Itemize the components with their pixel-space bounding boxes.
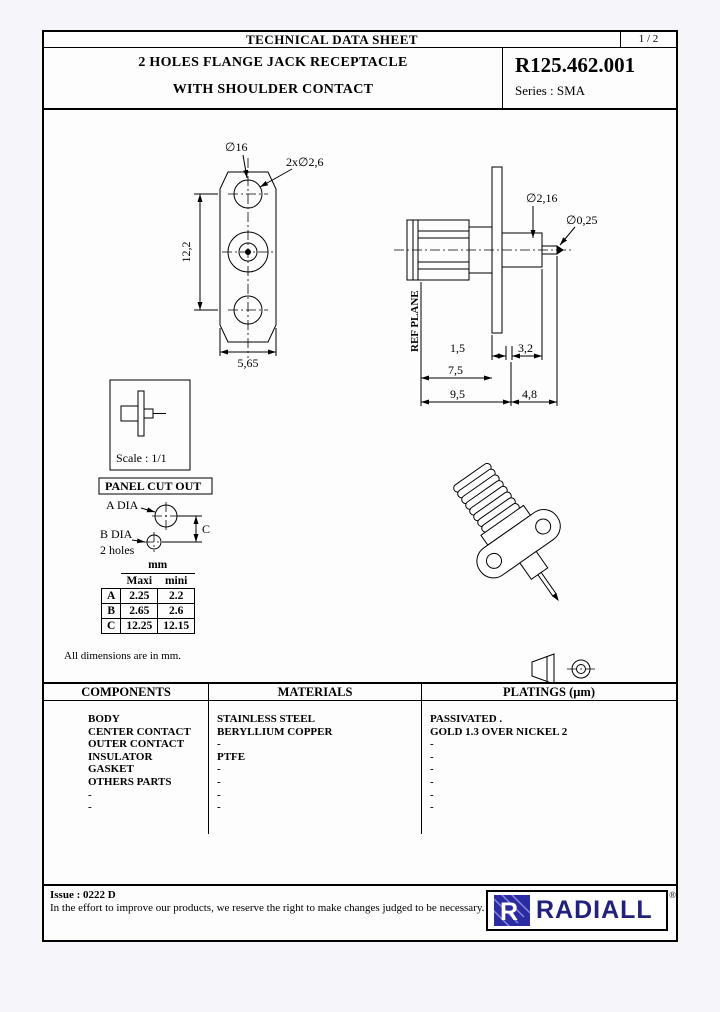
dim-2x26-label: 2x∅2,6 <box>286 155 323 169</box>
scale-label: Scale : 1/1 <box>116 451 167 465</box>
spec-col-platings: PASSIVATED . GOLD 1.3 OVER NICKEL 2 - - … <box>422 701 676 834</box>
side-view: REF PLANE ∅2,16 ∅0,25 1,5 3,2 7,5 9,5 4,… <box>394 166 597 406</box>
spec-cell: - <box>217 763 221 776</box>
dim-row-label: B <box>100 602 122 619</box>
disclaimer-text: In the effort to improve our products, w… <box>50 902 485 914</box>
dim-table-spacer <box>102 573 121 588</box>
radiall-r-icon: R <box>494 895 530 926</box>
spec-cell: OTHERS PARTS <box>88 775 172 788</box>
spec-header-materials: MATERIALS <box>209 684 422 700</box>
spec-cell: - <box>430 775 434 788</box>
spec-cell: - <box>430 788 434 801</box>
spec-cell: PTFE <box>217 750 246 763</box>
dim-565-label: 5,65 <box>238 356 259 370</box>
spec-cell: GASKET <box>88 763 134 776</box>
spec-cell: OUTER CONTACT <box>88 738 185 751</box>
panel-2holes-label: 2 holes <box>100 543 135 557</box>
spec-cell: - <box>217 801 221 814</box>
spec-cell: CENTER CONTACT <box>88 725 191 738</box>
dim-row-mini: 2.6 <box>157 602 196 619</box>
spec-cell: - <box>430 738 434 751</box>
technical-drawing: ∅16 2x∅2,6 12,2 5,65 <box>64 140 597 682</box>
page-number: 1 / 2 <box>620 32 676 47</box>
dim-row-mini: 2.2 <box>157 587 196 604</box>
spec-cell: STAINLESS STEEL <box>217 713 315 725</box>
panel-b-dia-label: B DIA <box>100 527 133 541</box>
spec-header-platings: PLATINGS (µm) <box>502 685 596 699</box>
document-title: TECHNICAL DATA SHEET <box>245 32 419 47</box>
dim-table-unit: mm <box>120 558 195 574</box>
series-label: Series : SMA <box>515 83 586 98</box>
spec-header-components: COMPONENTS <box>44 684 209 700</box>
spec-col-materials: STAINLESS STEEL BERYLLIUM COPPER - PTFE … <box>209 701 422 834</box>
part-number: R125.462.001 <box>515 53 636 77</box>
dim-216-label: ∅2,16 <box>526 191 557 205</box>
radiall-wordmark: RADIALL <box>536 896 653 924</box>
projection-symbol-icon <box>531 653 595 682</box>
panel-a-dia-label: A DIA <box>106 498 139 512</box>
spec-cell: - <box>217 788 221 801</box>
spec-cell: - <box>217 738 221 751</box>
dim-table-spacer <box>102 558 121 573</box>
dim-95-label: 9,5 <box>450 387 465 401</box>
title-block: 2 HOLES FLANGE JACK RECEPTACLE WITH SHOU… <box>44 48 676 110</box>
spec-cell: - <box>88 801 92 814</box>
spec-col-components: BODY CENTER CONTACT OUTER CONTACT INSULA… <box>44 701 209 834</box>
dim-row-maxi: 2.65 <box>120 602 159 619</box>
dim-025-label: ∅0,25 <box>566 213 597 227</box>
product-title-line1: 2 HOLES FLANGE JACK RECEPTACLE <box>138 55 408 70</box>
product-title: 2 HOLES FLANGE JACK RECEPTACLE WITH SHOU… <box>44 48 502 108</box>
drawing-area: ∅16 2x∅2,6 12,2 5,65 <box>44 110 676 682</box>
dim-row-label: C <box>100 617 122 634</box>
dimensions-note: All dimensions are in mm. <box>64 650 181 662</box>
dim-row-maxi: 2.25 <box>120 587 159 604</box>
svg-text:R: R <box>500 898 518 926</box>
front-view: ∅16 2x∅2,6 12,2 5,65 <box>179 140 323 370</box>
spec-cell: - <box>430 763 434 776</box>
spec-cell: PASSIVATED . <box>430 713 503 725</box>
spec-table: COMPONENTS MATERIALS PLATINGS (µm) BODY … <box>44 682 676 834</box>
dim-table-maxi-header: Maxi <box>120 573 158 589</box>
radiall-logo: R RADIALL <box>486 890 668 931</box>
spec-cell: - <box>430 801 434 814</box>
perspective-view <box>453 462 561 602</box>
spec-cell: - <box>430 750 434 763</box>
ref-plane-label: REF PLANE <box>409 290 421 352</box>
spec-cell: INSULATOR <box>88 750 153 763</box>
dim-table-mini-header: mini <box>157 573 195 589</box>
dim-row-label: A <box>100 587 122 604</box>
issue-label: Issue : 0222 D <box>50 889 116 901</box>
dim-row-mini: 12.15 <box>157 617 196 634</box>
spec-table-header: COMPONENTS MATERIALS PLATINGS (µm) <box>44 682 676 701</box>
panel-cutout: PANEL CUT OUT A DIA B DIA 2 holes C <box>98 477 213 557</box>
page-header: TECHNICAL DATA SHEET 1 / 2 <box>44 32 676 48</box>
spec-cell: - <box>88 788 92 801</box>
dim-d16-label: ∅16 <box>225 140 247 154</box>
spec-table-body: BODY CENTER CONTACT OUTER CONTACT INSULA… <box>44 701 676 834</box>
panel-dim-table: mm Maxi mini A 2.25 2.2 B 2.65 2.6 <box>100 558 196 634</box>
panel-cutout-title: PANEL CUT OUT <box>105 479 201 493</box>
dim-32-label: 3,2 <box>518 341 533 355</box>
dim-75-label: 7,5 <box>448 363 463 377</box>
spec-cell: - <box>217 775 221 788</box>
scale-box: Scale : 1/1 <box>109 379 191 471</box>
dim-15-label: 1,5 <box>450 341 465 355</box>
part-info: R125.462.001 Series : SMA <box>502 48 676 108</box>
page-footer: Issue : 0222 D In the effort to improve … <box>44 884 676 940</box>
product-title-line2: WITH SHOULDER CONTACT <box>172 82 374 97</box>
spec-cell: BERYLLIUM COPPER <box>217 725 333 738</box>
spec-cell: GOLD 1.3 OVER NICKEL 2 <box>430 725 568 738</box>
dim-row-maxi: 12.25 <box>120 617 159 634</box>
spec-cell: BODY <box>88 713 120 725</box>
dim-122-label: 12,2 <box>179 242 193 263</box>
panel-c-label: C <box>202 522 210 536</box>
registered-mark-icon: ® <box>669 890 676 900</box>
dim-48-label: 4,8 <box>522 387 537 401</box>
datasheet-page: TECHNICAL DATA SHEET 1 / 2 2 HOLES FLANG… <box>42 30 678 942</box>
